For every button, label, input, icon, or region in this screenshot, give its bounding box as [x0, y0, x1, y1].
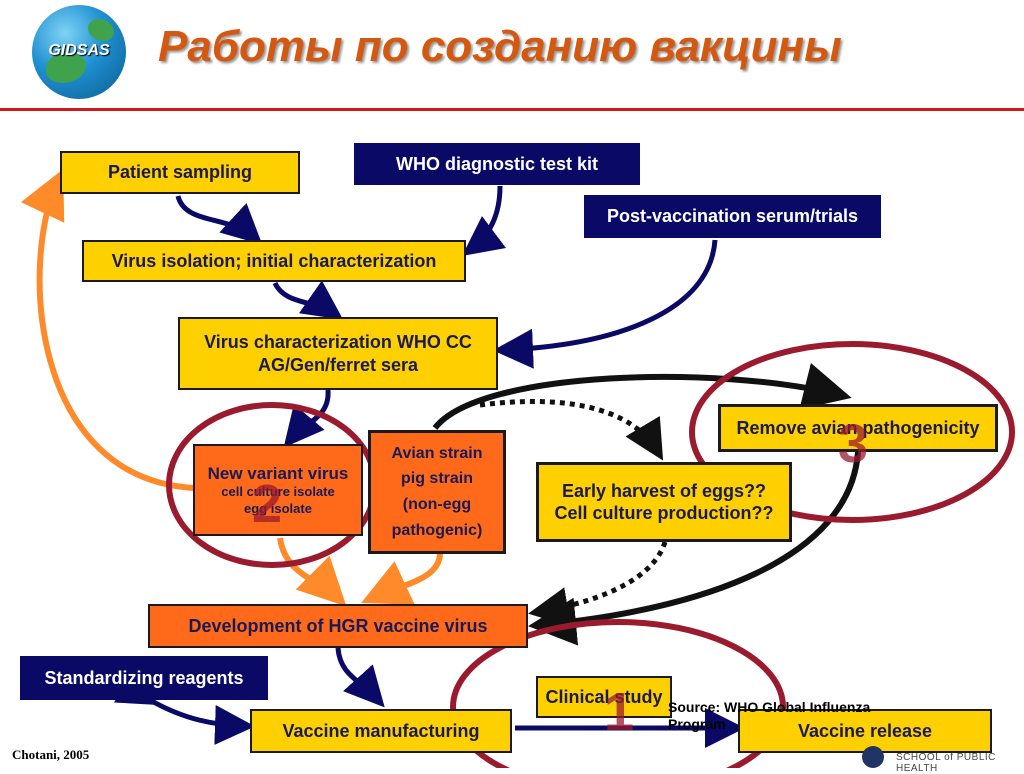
logo-text: GIDSAS: [48, 42, 110, 59]
vaccine-release-box: Vaccine release: [738, 709, 992, 753]
arrow-standardizing-manufacturing: [114, 667, 255, 745]
virus-characterization-line1: Virus characterization WHO CC: [204, 332, 472, 352]
new-variant-line1: New variant virus: [207, 464, 349, 484]
who-diagnostic-label: WHO diagnostic test kit: [395, 153, 599, 174]
virus-isolation-box: Virus isolation; initial characterizatio…: [82, 240, 466, 282]
remove-avian-label: Remove avian pathogenicity: [736, 417, 980, 438]
early-harvest-box: Early harvest of eggs?? Cell culture pro…: [536, 462, 792, 542]
post-vaccination-label: Post-vaccination serum/trials: [606, 206, 859, 227]
arrow-characterization-to-variant: [283, 389, 331, 448]
new-variant-line3: egg isolate: [244, 500, 312, 516]
clinical-study-label: Clinical study: [545, 686, 663, 707]
virus-characterization-box: Virus characterization WHO CC AG/Gen/fer…: [178, 317, 498, 390]
arrow-sampling-to-isolation: [175, 195, 263, 245]
arrow-serum-to-characterization: [493, 239, 718, 369]
early-harvest-line1: Early harvest of eggs??: [561, 480, 767, 501]
globe-land-icon: [88, 19, 114, 41]
new-variant-line2: cell culture isolate: [221, 484, 335, 500]
marker-circle-3: [689, 341, 1015, 523]
hgr-box: Development of HGR vaccine virus: [148, 604, 528, 648]
avian-line3: (non-egg: [402, 496, 472, 513]
vaccine-release-label: Vaccine release: [797, 720, 933, 741]
remove-avian-box: Remove avian pathogenicity: [718, 404, 998, 452]
gidsas-logo: GIDSAS: [32, 5, 126, 99]
standardizing-box: Standardizing reagents: [20, 656, 268, 700]
arrow-hgr-to-manufacturing: [335, 647, 385, 708]
new-variant-box: New variant virus cell culture isolate e…: [193, 444, 363, 536]
arrow-early-harvest-to-hgr-dotted: [528, 541, 668, 627]
patient-sampling-label: Patient sampling: [107, 162, 253, 183]
slide-title: Работы по созданию вакцины: [158, 22, 842, 71]
virus-characterization-line2: AG/Gen/ferret sera: [257, 354, 419, 375]
marker-circle-1: [450, 619, 786, 768]
school-seal-icon: [862, 746, 884, 768]
avian-line4: pathogenic): [391, 521, 483, 539]
marker-number-2: 2: [252, 474, 282, 534]
avian-line1: Avian strain: [391, 444, 483, 462]
vaccine-manufacturing-box: Vaccine manufacturing: [250, 709, 512, 753]
virus-isolation-label: Virus isolation; initial characterizatio…: [111, 250, 437, 271]
arrow-avian-to-remove: [432, 363, 852, 430]
vaccine-manufacturing-label: Vaccine manufacturing: [282, 720, 480, 741]
standardizing-label: Standardizing reagents: [44, 667, 244, 688]
who-diagnostic-box: WHO diagnostic test kit: [354, 143, 640, 185]
post-vaccination-box: Post-vaccination serum/trials: [584, 195, 881, 238]
arrow-remove-to-hgr: [528, 451, 861, 646]
arrow-diagnostic-to-isolation: [462, 185, 506, 257]
patient-sampling-box: Patient sampling: [60, 151, 300, 194]
avian-line2: pig strain: [400, 470, 473, 488]
early-harvest-line2: Cell culture production??: [554, 503, 774, 523]
arrow-variant-to-hgr: [277, 537, 347, 607]
title-divider: [0, 108, 1024, 111]
avian-strain-box: Avian strain pig strain (non-egg pathoge…: [368, 430, 506, 554]
marker-number-3: 3: [838, 414, 868, 474]
arrow-avian-to-hgr: [361, 552, 443, 605]
arrow-isolation-to-characterization: [272, 280, 344, 320]
clinical-study-box: Clinical study: [536, 676, 672, 718]
author-credit: Chotani, 2005: [12, 747, 90, 762]
arrow-avian-to-early-harvest-dotted: [479, 399, 664, 461]
marker-number-1: 1: [604, 682, 634, 742]
hgr-label: Development of HGR vaccine virus: [188, 615, 488, 636]
source-note: Source: WHO Global Influenza Program: [668, 699, 871, 732]
arrow-variant-back-to-sampling: [20, 169, 196, 491]
school-label: SCHOOL of PUBLIC HEALTH: [896, 752, 996, 774]
